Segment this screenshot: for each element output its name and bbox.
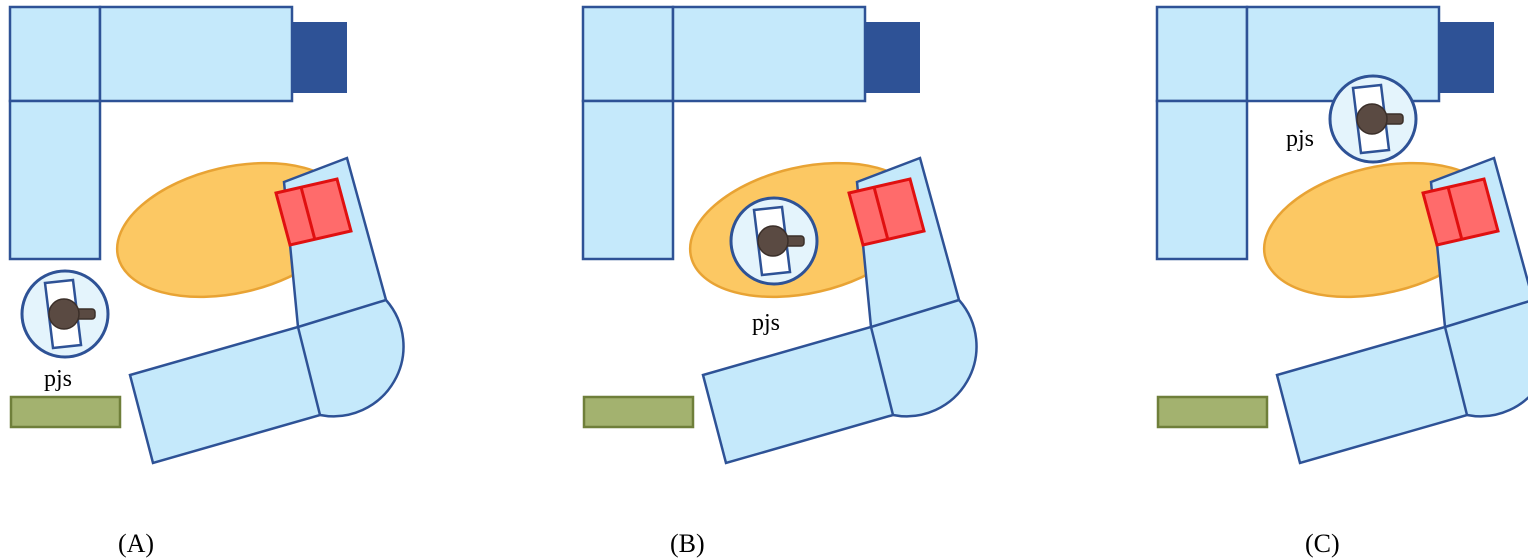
panel-a: pjs (A)	[8, 5, 406, 558]
floor-plan-c	[1155, 5, 1528, 465]
robot-icon	[20, 269, 110, 359]
caption-b: (B)	[670, 529, 705, 558]
person-label-a: pjs	[44, 366, 72, 392]
floor-plan-a	[8, 5, 406, 465]
caption-c: (C)	[1305, 529, 1340, 558]
panel-b: pjs (B)	[581, 5, 979, 558]
person-label-c: pjs	[1286, 126, 1314, 152]
caption-a: (A)	[118, 529, 154, 558]
person-label-b: pjs	[752, 310, 780, 336]
robot-icon	[729, 196, 819, 286]
robot-icon	[1328, 74, 1418, 164]
panel-c: pjs (C)	[1155, 5, 1528, 558]
